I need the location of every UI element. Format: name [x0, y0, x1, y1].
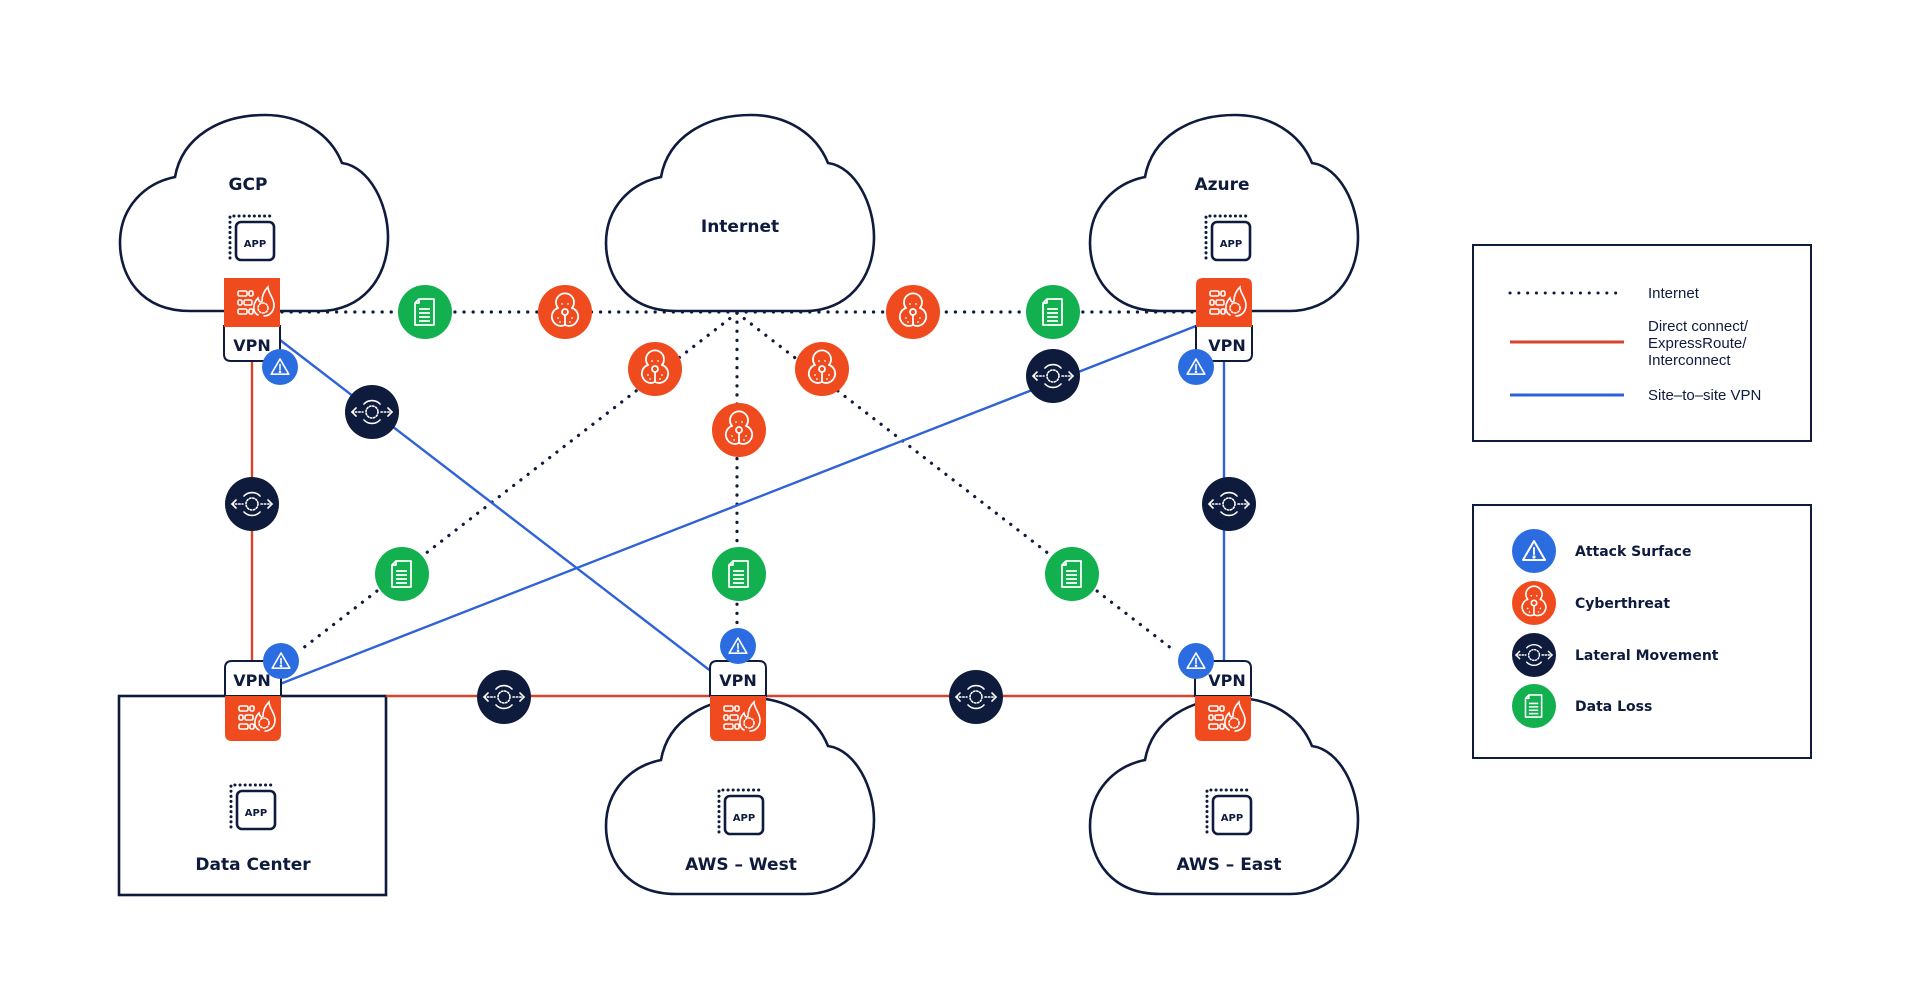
- lateral-movement-icon[interactable]: [1202, 477, 1256, 531]
- internet-cloud: [604, 113, 876, 313]
- azure-app-chip: APP: [1204, 214, 1252, 262]
- aws-west-app-chip: APP: [717, 788, 765, 836]
- gcp-vpn-label: VPN: [233, 336, 271, 355]
- aws-east-app-chip: APP: [1205, 788, 1253, 836]
- lateral-movement-icon[interactable]: [477, 670, 531, 724]
- data-loss-icon[interactable]: [1026, 285, 1080, 339]
- lateral-movement-icon[interactable]: [225, 477, 279, 531]
- aws-west-vpn-label: VPN: [719, 671, 757, 690]
- cyberthreat-icon[interactable]: [712, 403, 766, 457]
- legend-data-loss-icon: [1512, 684, 1556, 728]
- connection-legend: Internet Direct connect/ ExpressRoute/ I…: [1472, 244, 1812, 442]
- datacenter-app-label: APP: [245, 808, 267, 819]
- legend-direct-label-3: Interconnect: [1648, 352, 1731, 369]
- risk-legend: Attack Surface Cyberthreat Lateral Movem…: [1472, 504, 1812, 759]
- legend-lateral-movement-label: Lateral Movement: [1575, 648, 1719, 664]
- azure-firewall-icon[interactable]: [1196, 278, 1252, 327]
- aws-east-vpn-box[interactable]: VPN: [1194, 660, 1252, 697]
- legend-cyberthreat-icon: [1512, 581, 1556, 625]
- legend-internet-label: Internet: [1648, 285, 1700, 302]
- datacenter-app-chip: APP: [229, 783, 277, 831]
- data-loss-icon[interactable]: [1045, 547, 1099, 601]
- aws-west-label: AWS – West: [685, 855, 797, 875]
- attack-surface-icon[interactable]: [720, 628, 756, 664]
- attack-surface-icon[interactable]: [263, 643, 299, 679]
- aws-east-firewall-icon[interactable]: [1195, 696, 1251, 741]
- data-loss-icon[interactable]: [375, 547, 429, 601]
- legend-data-loss-label: Data Loss: [1575, 699, 1652, 715]
- lateral-movement-icon[interactable]: [1026, 349, 1080, 403]
- cyberthreat-icon[interactable]: [538, 285, 592, 339]
- legend-attack-surface-icon: [1512, 529, 1556, 573]
- aws-east-label: AWS – East: [1176, 855, 1281, 875]
- azure-app-label: APP: [1220, 239, 1242, 250]
- legend-vpn-label: Site–to–site VPN: [1648, 387, 1761, 404]
- attack-surface-icon[interactable]: [1178, 643, 1214, 679]
- lateral-movement-icon[interactable]: [345, 385, 399, 439]
- legend-direct-label-1: Direct connect/: [1648, 318, 1749, 335]
- lateral-movement-icon[interactable]: [949, 670, 1003, 724]
- legend-direct-label-2: ExpressRoute/: [1648, 335, 1747, 352]
- cyberthreat-icon[interactable]: [628, 342, 682, 396]
- aws-west-app-label: APP: [733, 813, 755, 824]
- aws-west-firewall-icon[interactable]: [710, 696, 766, 741]
- vpn-links: [279, 324, 1226, 686]
- attack-surface-icon[interactable]: [262, 349, 298, 385]
- gcp-label: GCP: [229, 175, 268, 195]
- cyberthreat-icon[interactable]: [886, 285, 940, 339]
- azure-label: Azure: [1194, 175, 1249, 195]
- attack-surface-icon[interactable]: [1178, 349, 1214, 385]
- aws-west-vpn-box[interactable]: VPN: [709, 660, 767, 697]
- internet-label: Internet: [701, 217, 779, 237]
- cyberthreat-icon[interactable]: [795, 342, 849, 396]
- legend-cyberthreat-label: Cyberthreat: [1575, 596, 1670, 612]
- legend-attack-surface-label: Attack Surface: [1575, 544, 1691, 560]
- data-loss-icon[interactable]: [398, 285, 452, 339]
- aws-east-vpn-label: VPN: [1208, 671, 1246, 690]
- gcp-app-chip: APP: [228, 214, 276, 262]
- gcp-app-label: APP: [244, 239, 266, 250]
- datacenter-label: Data Center: [195, 855, 311, 875]
- aws-east-app-label: APP: [1221, 813, 1243, 824]
- datacenter-vpn-label: VPN: [233, 671, 271, 690]
- data-loss-icon[interactable]: [712, 547, 766, 601]
- azure-vpn-label: VPN: [1208, 336, 1246, 355]
- gcp-firewall-icon[interactable]: [224, 278, 280, 327]
- datacenter-firewall-icon[interactable]: [225, 696, 281, 741]
- legend-lateral-movement-icon: [1512, 633, 1556, 677]
